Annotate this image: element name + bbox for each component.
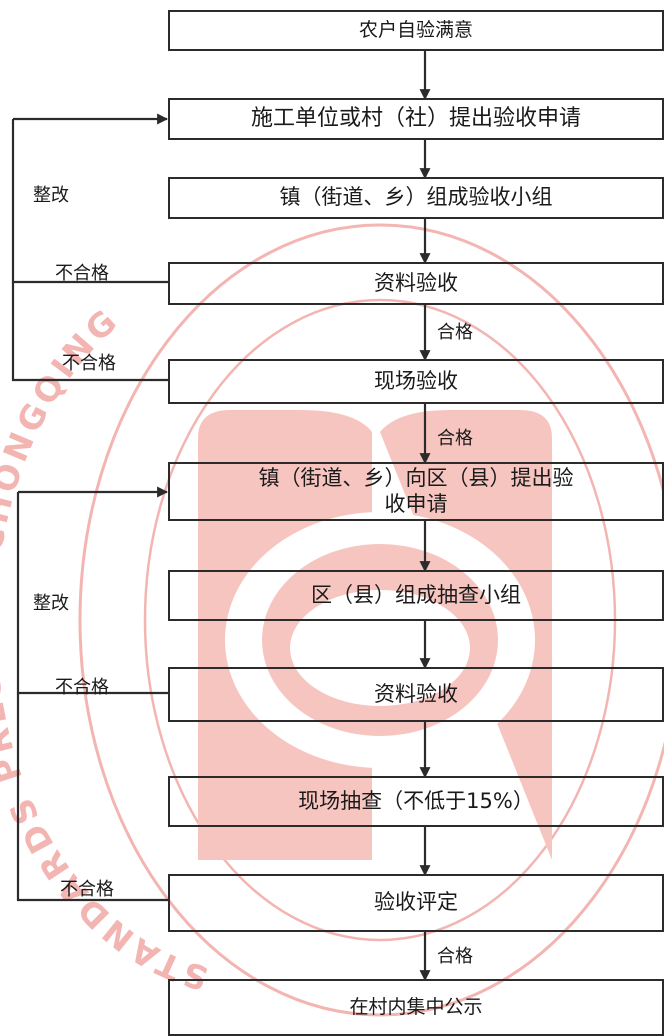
rectify-label-1: 整改 — [33, 185, 69, 206]
step-town-team: 镇（街道、乡）组成验收小组 — [168, 177, 664, 219]
pass-label-1: 合格 — [437, 322, 473, 343]
step-public-notice: 在村内集中公示 — [168, 979, 664, 1036]
step-text: 现场验收 — [374, 368, 458, 393]
step-county-sampling-team: 区（县）组成抽查小组 — [168, 570, 664, 621]
step-site-sampling: 现场抽查（不低于15%） — [168, 776, 664, 827]
step-text: 验收评定 — [374, 890, 458, 915]
fail-label-4: 不合格 — [60, 879, 114, 900]
pass-label-3: 合格 — [437, 946, 473, 967]
pass-label-2: 合格 — [437, 428, 473, 449]
fail-label-3: 不合格 — [55, 677, 109, 698]
fail-label-2: 不合格 — [62, 353, 116, 374]
step-text-line2: 收申请 — [384, 491, 448, 516]
step-site-check: 现场验收 — [168, 359, 664, 404]
step-text: 资料验收 — [374, 681, 458, 706]
step-text: 在村内集中公示 — [349, 995, 483, 1018]
step-text: 施工单位或村（社）提出验收申请 — [250, 105, 581, 131]
step-text: 现场抽查（不低于15%） — [298, 788, 534, 813]
step-apply-acceptance: 施工单位或村（社）提出验收申请 — [168, 98, 664, 140]
step-text: 农户自验满意 — [358, 18, 473, 41]
step-town-to-county-apply: 镇（街道、乡）向区（县）提出验 收申请 — [168, 462, 664, 521]
step-document-check-2: 资料验收 — [168, 667, 664, 722]
step-evaluation: 验收评定 — [168, 874, 664, 932]
step-text: 资料验收 — [374, 270, 458, 295]
step-text-line1: 镇（街道、乡）向区（县）提出验 — [258, 465, 574, 490]
rectify-label-2: 整改 — [33, 593, 69, 614]
step-text: 镇（街道、乡）组成验收小组 — [279, 185, 553, 210]
step-text: 区（县）组成抽查小组 — [311, 582, 521, 607]
step-document-check-1: 资料验收 — [168, 262, 664, 305]
fail-label-1: 不合格 — [55, 263, 109, 284]
step-farmer-self-check: 农户自验满意 — [168, 10, 664, 51]
